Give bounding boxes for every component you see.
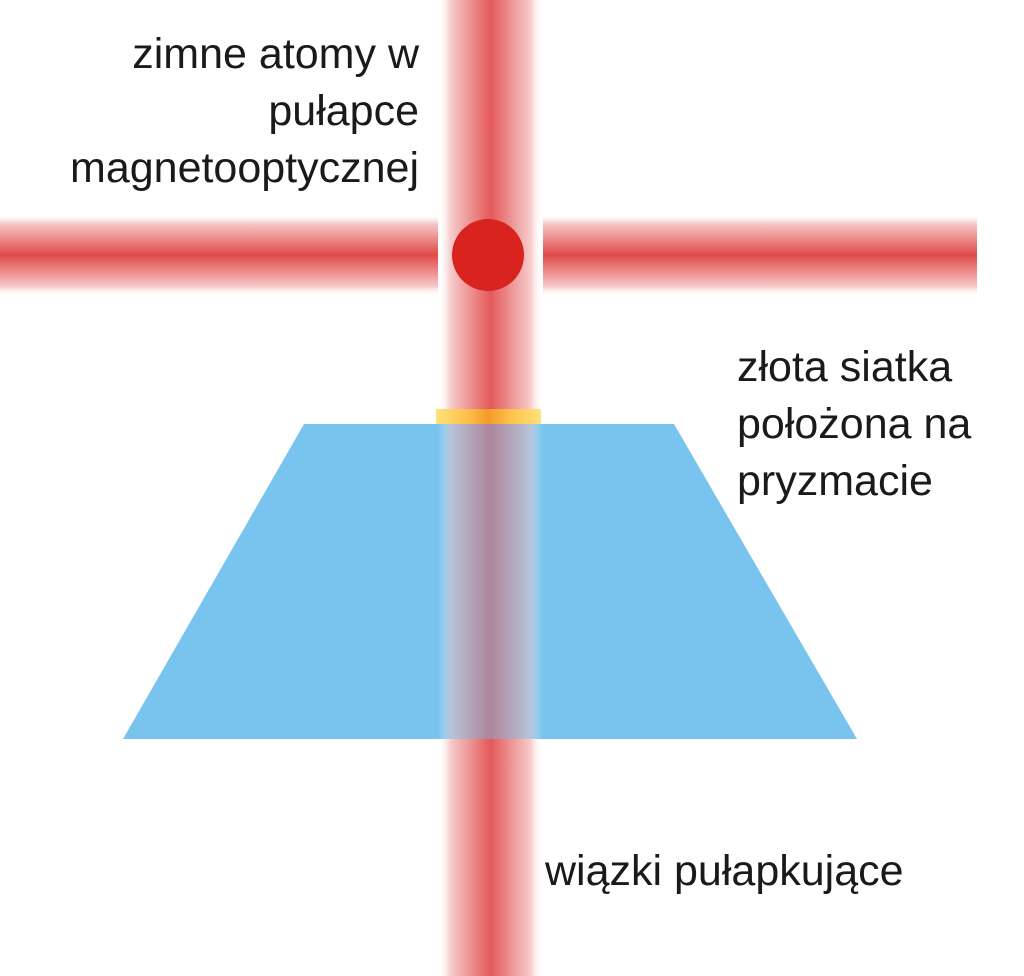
trapping-beams-label: wiązki pułapkujące [545, 847, 904, 895]
vertical-beam [438, 0, 543, 976]
atom-cloud [452, 219, 524, 291]
gold-grid [436, 409, 541, 424]
prism-beam-overlap [438, 424, 543, 739]
horizontal-beam-right [543, 214, 977, 296]
horizontal-beam-left [0, 214, 438, 296]
cold-atoms-label: zimne atomy w pułapce magnetooptycznej [70, 30, 419, 192]
gold-grid-label: złota siatka położona na pryzmacie [737, 343, 972, 505]
